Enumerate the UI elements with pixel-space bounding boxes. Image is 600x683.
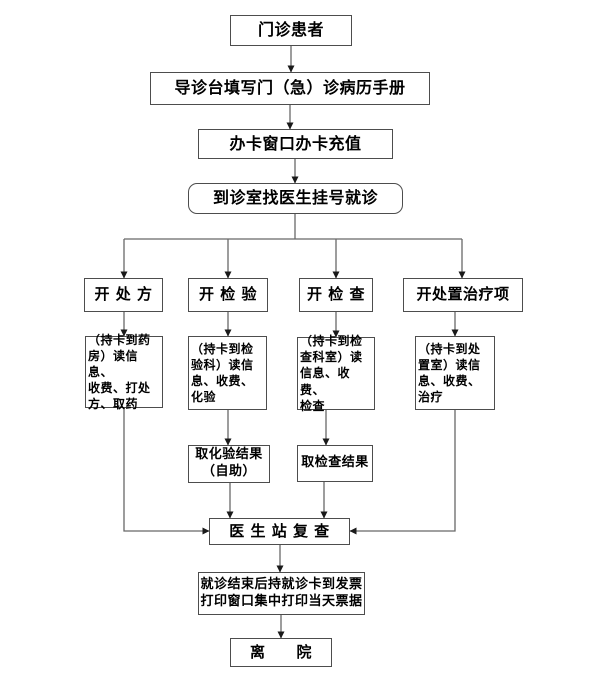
node-pharmacy-detail: （持卡到药 房）读信息、 收费、打处 方、取药 — [85, 333, 163, 411]
node-clinic-visit: 到诊室找医生挂号就诊 — [188, 183, 403, 214]
node-lab-result: 取化验结果 （自助） — [188, 445, 270, 483]
node-exam-order: 开 检 查 — [299, 278, 373, 312]
node-print-receipts: 就诊结束后持就诊卡到发票 打印窗口集中打印当天票据 — [198, 572, 365, 615]
node-patient: 门诊患者 — [230, 15, 352, 46]
node-exam-detail: （持卡到检 查科室）读 信息、收费、 检查 — [297, 334, 375, 413]
node-exam-result: 取检查结果 — [297, 445, 373, 482]
node-treatment-detail: （持卡到处 置室）读信 息、收费、 治疗 — [415, 336, 495, 410]
node-prescribe: 开 处 方 — [84, 278, 163, 312]
node-treatment-order: 开处置治疗项 — [403, 278, 523, 312]
node-lab-detail: （持卡到检 验科）读信 息、收费、 化验 — [188, 336, 267, 410]
node-lab-order: 开 检 验 — [188, 278, 268, 312]
node-leave-hospital: 离 院 — [230, 638, 332, 667]
edge-treatment-detail-to-review — [349, 410, 456, 535]
node-doctor-review: 医 生 站 复 查 — [209, 518, 350, 545]
edge-pharmacy-detail-to-review — [123, 408, 210, 535]
node-card-recharge: 办卡窗口办卡充值 — [198, 129, 393, 159]
node-register: 导诊台填写门（急）诊病历手册 — [150, 72, 430, 105]
